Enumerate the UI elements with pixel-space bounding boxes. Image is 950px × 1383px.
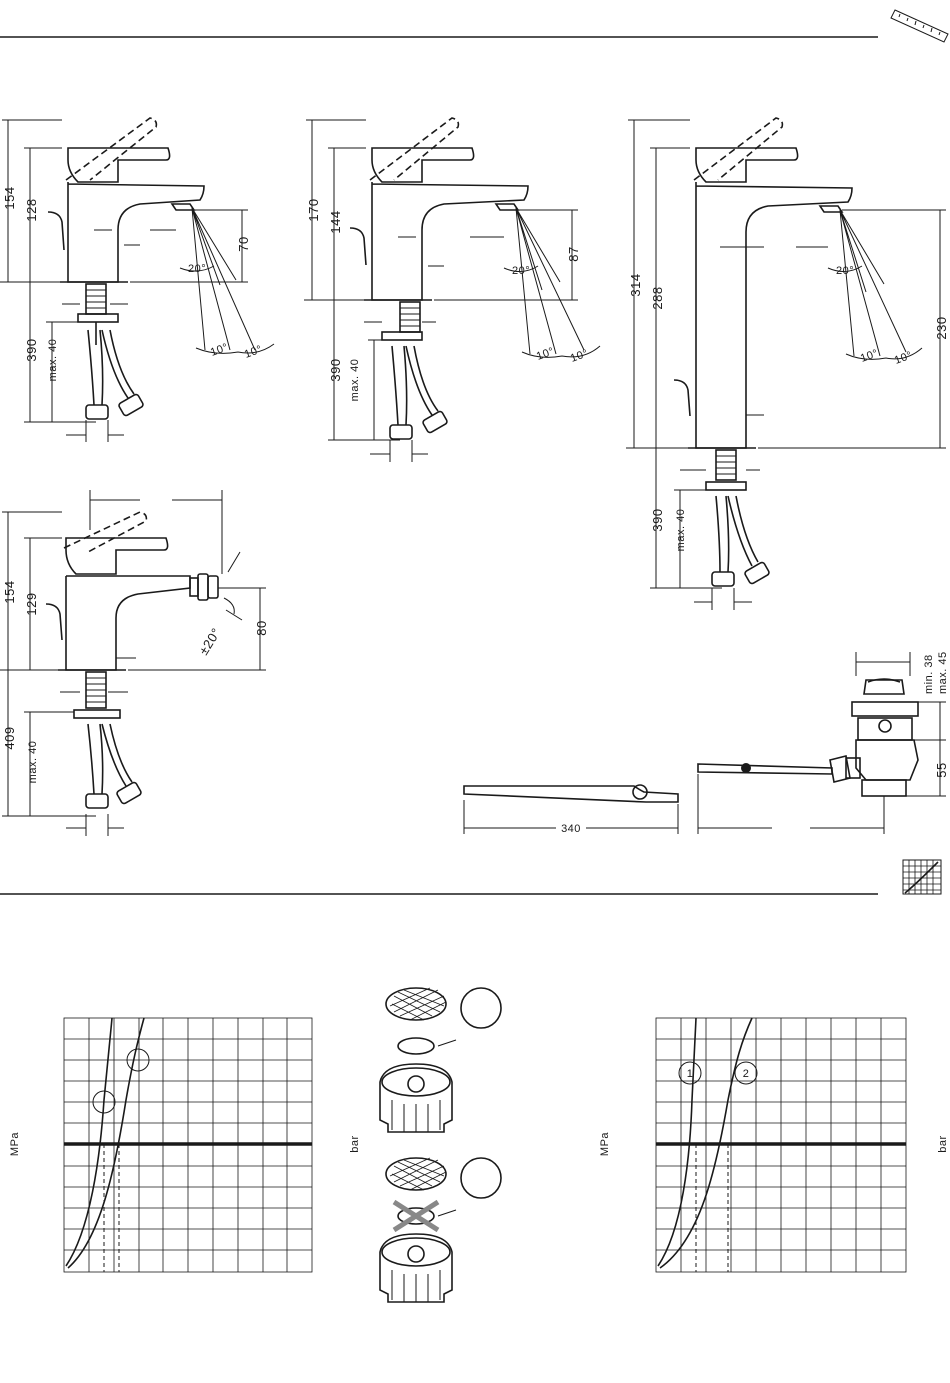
dim-f2-max40: max. 40 [349,359,361,402]
dim-f3-230: 230 [934,316,949,339]
dim-f1-10b: 10° [243,343,264,360]
dim-f1-70: 70 [236,236,251,251]
chart-right-ylabel-mpa: MPa [599,1132,611,1157]
aerator-group-2 [380,1158,501,1302]
dim-f1-max40: max. 40 [47,339,59,382]
dim-f2-10b: 10° [569,347,590,364]
dim-f3-10b: 10° [893,349,914,366]
dim-f1-390: 390 [24,338,39,361]
aerator-group-1 [380,988,501,1132]
dim-drain-min38: min. 38 [923,654,935,694]
dim-drain-55: 55 [934,762,949,777]
dim-f2-390: 390 [328,358,343,381]
dim-b-154: 154 [2,580,17,603]
dim-b-20: ±20° [196,625,224,657]
chart-right-marker-2: 2 [743,1068,750,1080]
dim-f1-154: 154 [2,186,17,209]
dim-f2-20: 20° [512,265,530,277]
dim-f1-128: 128 [24,198,39,221]
chart-right-marker-1: 1 [687,1068,694,1080]
dim-f3-20: 20° [836,265,854,277]
flow-chart-left [64,1018,312,1272]
faucet-small-drawing [0,118,274,442]
dim-f1-10a: 10° [209,341,230,358]
dim-b-129: 129 [24,592,39,615]
drain-assembly-drawing [464,652,946,834]
dim-f3-288: 288 [650,286,665,309]
dim-b-80: 80 [254,620,269,635]
dim-f3-390: 390 [650,508,665,531]
dim-f1-20: 20° [188,263,206,275]
dim-f3-314: 314 [628,273,643,296]
faucet-medium-drawing [304,118,600,462]
dim-f2-10a: 10° [535,345,556,362]
dim-f3-10a: 10° [859,347,880,364]
dim-drain-340: 340 [561,823,581,835]
dim-f2-87: 87 [566,246,581,261]
chart-left-ylabel-mpa: MPa [9,1132,21,1157]
dim-f2-170: 170 [306,198,321,221]
flow-chart-right [656,1018,906,1272]
dim-f3-max40: max. 40 [675,509,687,552]
dim-drain-max45: max. 45 [937,651,949,694]
chart-left-ylabel-bar: bar [349,1135,361,1152]
flow-chart-icon [903,860,941,894]
dim-f2-144: 144 [328,210,343,233]
bidet-mixer-drawing [0,490,266,836]
ruler-icon [891,10,948,42]
dim-b-409: 409 [2,726,17,749]
chart-right-ylabel-bar: bar [937,1135,949,1152]
dim-b-max40: max. 40 [27,741,39,784]
